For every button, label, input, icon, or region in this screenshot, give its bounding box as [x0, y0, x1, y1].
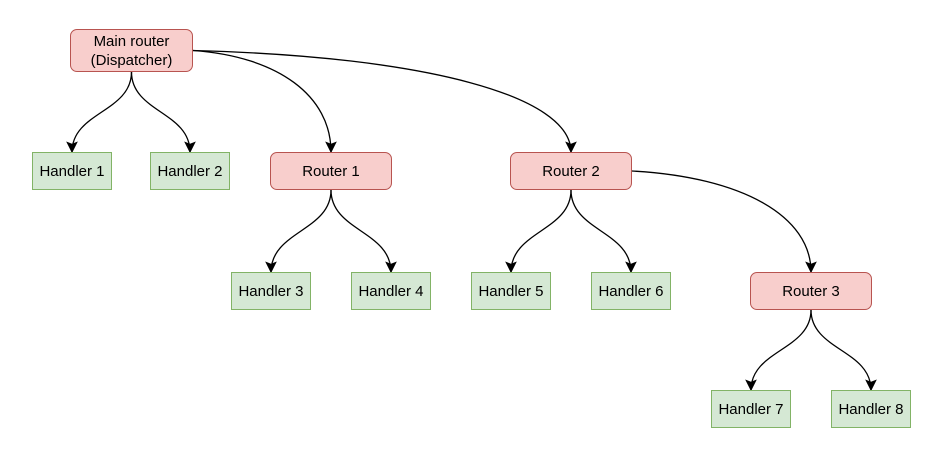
- edge-router-2-to-handler-6: [570, 189, 637, 274]
- node-label: Handler 6: [598, 282, 664, 300]
- edge-group: [66, 49, 877, 392]
- edge-main-router-to-router-1: [192, 49, 337, 154]
- node-label: Router 2: [542, 162, 600, 180]
- edge-router-1-to-handler-4: [330, 189, 397, 274]
- node-label: Main router (Dispatcher): [90, 32, 173, 69]
- node-label: Handler 2: [157, 162, 223, 180]
- handler-1-node: Handler 1: [32, 152, 112, 190]
- handler-3-node: Handler 3: [231, 272, 311, 310]
- edge-router-3-to-handler-8: [810, 309, 877, 392]
- main-router-node: Main router (Dispatcher): [70, 29, 193, 72]
- edge-router-2-to-handler-5: [505, 189, 572, 274]
- handler-2-node: Handler 2: [150, 152, 230, 190]
- node-label: Handler 1: [39, 162, 105, 180]
- handler-5-node: Handler 5: [471, 272, 551, 310]
- edge-router-1-to-handler-3: [265, 189, 332, 274]
- edge-main-router-to-handler-2: [130, 71, 196, 154]
- edge-main-router-to-router-2: [192, 49, 577, 154]
- edge-router-2-to-router-3: [631, 170, 817, 274]
- handler-6-node: Handler 6: [591, 272, 671, 310]
- node-label: Handler 3: [238, 282, 304, 300]
- handler-8-node: Handler 8: [831, 390, 911, 428]
- node-label: Handler 8: [838, 400, 904, 418]
- node-label: Handler 7: [718, 400, 784, 418]
- edge-router-3-to-handler-7: [745, 309, 812, 392]
- node-label: Router 1: [302, 162, 360, 180]
- node-label: Router 3: [782, 282, 840, 300]
- edge-main-router-to-handler-1: [66, 71, 133, 154]
- router-2-node: Router 2: [510, 152, 632, 190]
- router-3-node: Router 3: [750, 272, 872, 310]
- node-label: Handler 5: [478, 282, 544, 300]
- handler-4-node: Handler 4: [351, 272, 431, 310]
- handler-7-node: Handler 7: [711, 390, 791, 428]
- router-1-node: Router 1: [270, 152, 392, 190]
- node-label: Handler 4: [358, 282, 424, 300]
